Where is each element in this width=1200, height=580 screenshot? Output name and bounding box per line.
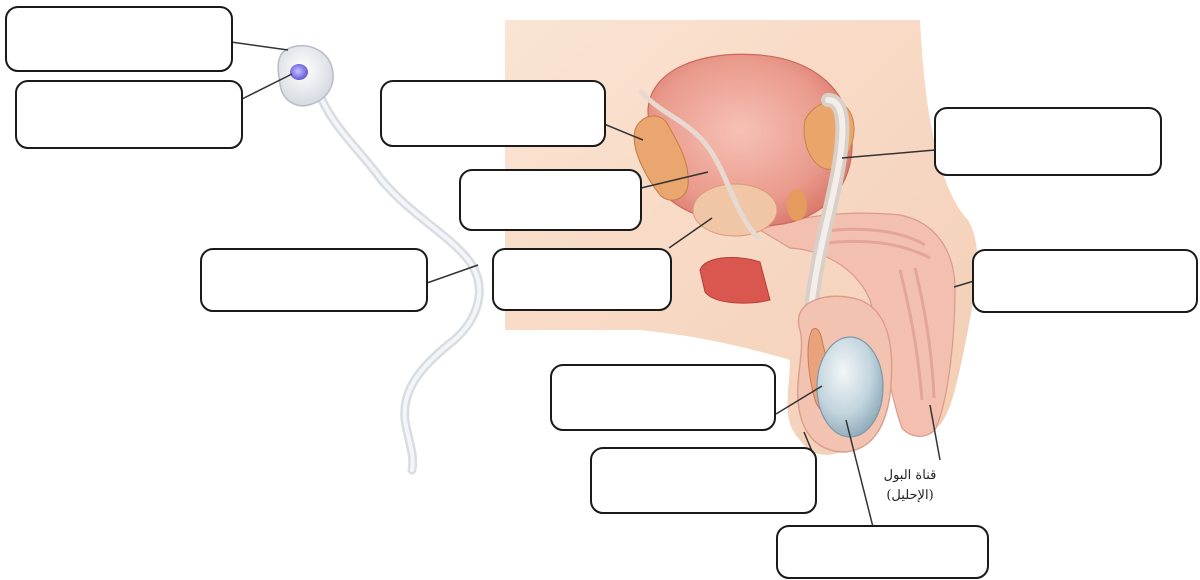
label-box-scrotum[interactable] [590, 447, 817, 514]
label-box-prostate[interactable] [492, 248, 672, 311]
sperm-nucleus [290, 64, 308, 80]
label-box-bladder[interactable] [459, 169, 642, 231]
urethra-label-line2: (الإحليل) [870, 486, 950, 506]
urethra-label: قناة البول (الإحليل) [870, 466, 950, 506]
label-box-acrosome[interactable] [5, 6, 233, 72]
prostate-shape [693, 184, 777, 236]
rectum-shape [700, 257, 770, 303]
label-box-sperm-tail[interactable] [200, 248, 428, 312]
label-box-epididymis[interactable] [550, 364, 776, 431]
label-box-seminal-vesicle[interactable] [380, 80, 606, 147]
label-box-testis[interactable] [776, 525, 989, 579]
label-box-vas-deferens[interactable] [934, 107, 1162, 176]
urethra-label-line1: قناة البول [870, 466, 950, 486]
testis-shape [817, 337, 883, 437]
label-box-penis[interactable] [972, 249, 1198, 313]
label-box-nucleus[interactable] [15, 80, 243, 149]
